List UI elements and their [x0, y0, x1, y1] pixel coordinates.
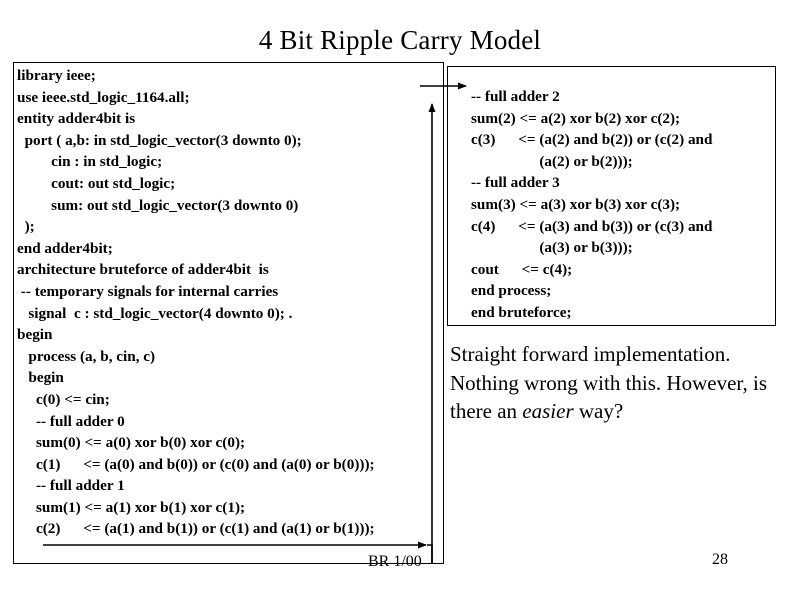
code-line-left-15: c(0) <= cin; [17, 390, 110, 408]
code-line-left-18: c(1) <= (a(0) and b(0)) or (c(0) and (a(… [17, 455, 375, 473]
code-line-right-2: c(3) <= (a(2) and b(2)) or (c(2) and [471, 131, 713, 149]
code-line-left-9: architecture bruteforce of adder4bit is [17, 261, 269, 279]
code-line-right-0: -- full adder 2 [471, 88, 560, 105]
code-line-left-20: sum(1) <= a(1) xor b(1) xor c(1); [17, 498, 246, 516]
page-number: 28 [712, 551, 728, 568]
page-title: 4 Bit Ripple Carry Model [258, 25, 542, 55]
code-line-left-21: c(2) <= (a(1) and b(1)) or (c(1) and (a(… [17, 520, 375, 538]
code-line-left-17: sum(0) <= a(0) xor b(0) xor c(0); [17, 434, 246, 452]
code-line-right-6: c(4) <= (a(3) and b(3)) or (c(3) and [471, 217, 713, 235]
code-line-right-4: -- full adder 3 [471, 174, 560, 192]
code-line-left-5: cout: out std_logic; [17, 174, 176, 192]
code-line-right-5: sum(3) <= a(3) xor b(3) xor c(3); [471, 195, 681, 213]
code-line-left-16: -- full adder 0 [17, 412, 125, 430]
code-line-right-9: end process; [471, 282, 552, 300]
code-line-left-8: end adder4bit; [17, 239, 113, 257]
code-listing-left: library ieee; use ieee.std_logic_1164.all… [14, 63, 443, 540]
code-line-left-14: begin [17, 369, 64, 387]
code-line-left-6: sum: out std_logic_vector(3 downto 0) [17, 196, 299, 214]
code-line-left-7: ); [17, 218, 35, 236]
code-line-right-1: sum(2) <= a(2) xor b(2) xor c(2); [471, 109, 681, 127]
code-line-left-11: signal c : std_logic_vector(4 downto 0);… [17, 304, 293, 322]
code-line-left-1: use ieee.std_logic_1164.all; [17, 88, 190, 106]
footer-credit: BR 1/00 [368, 553, 422, 570]
commentary-emphasis: easier [522, 399, 574, 424]
code-line-left-0: library ieee; [17, 67, 96, 84]
code-line-left-10: -- temporary signals for internal carrie… [17, 282, 279, 300]
code-line-right-3: (a(2) or b(2))); [471, 152, 633, 170]
commentary-part-2: way? [573, 399, 624, 424]
code-line-left-2: entity adder4bit is [17, 110, 136, 128]
code-box-left: library ieee; use ieee.std_logic_1164.all… [13, 62, 444, 564]
code-line-left-4: cin : in std_logic; [17, 153, 163, 171]
code-line-right-8: cout <= c(4); [471, 260, 573, 278]
code-listing-right: -- full adder 2 sum(2) <= a(2) xor b(2) x… [448, 67, 775, 324]
code-line-left-3: port ( a,b: in std_logic_vector(3 downto… [17, 131, 302, 149]
code-box-right: -- full adder 2 sum(2) <= a(2) xor b(2) x… [447, 66, 776, 326]
commentary-text: Straight forward implementation. Nothing… [450, 340, 780, 426]
code-line-left-13: process (a, b, cin, c) [17, 347, 156, 365]
code-line-right-10: end bruteforce; [471, 303, 572, 321]
code-line-right-7: (a(3) or b(3))); [471, 239, 633, 257]
code-line-left-12: begin [17, 326, 53, 344]
commentary-part-1: Straight forward implementation. Nothing… [450, 342, 768, 424]
code-line-left-19: -- full adder 1 [17, 477, 125, 495]
